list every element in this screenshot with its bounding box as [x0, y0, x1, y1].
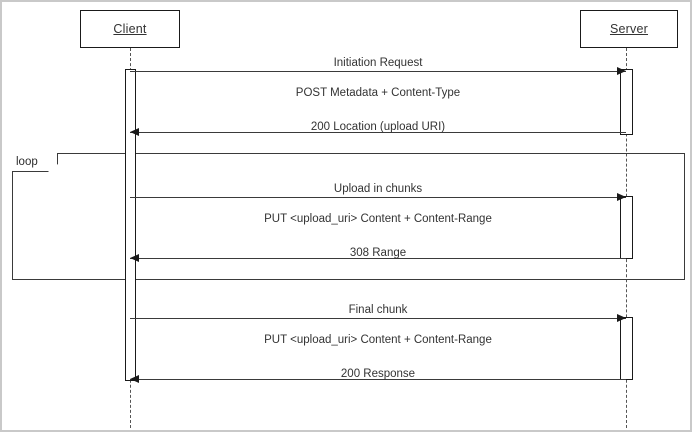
message-line-put-chunk: [130, 197, 626, 198]
message-arrowhead-200-response: [130, 374, 139, 383]
message-label-200-response: 200 Response: [340, 368, 416, 380]
loop-fragment[interactable]: [12, 153, 685, 280]
message-line-200-response: [130, 379, 626, 380]
message-arrowhead-put-final-chunk: [617, 313, 626, 322]
loop-fragment-label-tab: loop: [12, 153, 58, 172]
message-line-308-range: [130, 258, 626, 259]
message-label-308-range: 308 Range: [349, 247, 407, 259]
group-header-upload-chunks: Upload in chunks: [333, 183, 423, 195]
activation-bar-server-2: [619, 196, 633, 259]
message-label-put-chunk: PUT <upload_uri> Content + Content-Range: [264, 213, 492, 225]
group-header-final-chunk: Final chunk: [348, 304, 408, 316]
message-arrowhead-200-location: [130, 127, 139, 136]
participant-label-client: Client: [113, 22, 147, 36]
message-arrowhead-put-chunk: [617, 192, 626, 201]
message-label-put-final-chunk: PUT <upload_uri> Content + Content-Range: [264, 334, 492, 346]
activation-bar-server-1: [619, 69, 633, 135]
activation-bar-server-3: [619, 317, 633, 380]
message-label-post-metadata: POST Metadata + Content-Type: [295, 87, 461, 99]
message-line-post-metadata: [130, 71, 626, 72]
message-label-200-location: 200 Location (upload URI): [310, 121, 446, 133]
message-arrowhead-post-metadata: [617, 66, 626, 75]
message-arrowhead-308-range: [130, 253, 139, 262]
participant-label-server: Server: [609, 22, 649, 36]
activation-bar-client: [124, 69, 136, 381]
participant-box-server[interactable]: Server: [580, 10, 678, 48]
message-line-put-final-chunk: [130, 318, 626, 319]
group-header-initiation: Initiation Request: [333, 57, 423, 69]
participant-box-client[interactable]: Client: [80, 10, 180, 48]
message-line-200-location: [130, 132, 626, 133]
loop-fragment-label: loop: [16, 156, 38, 168]
